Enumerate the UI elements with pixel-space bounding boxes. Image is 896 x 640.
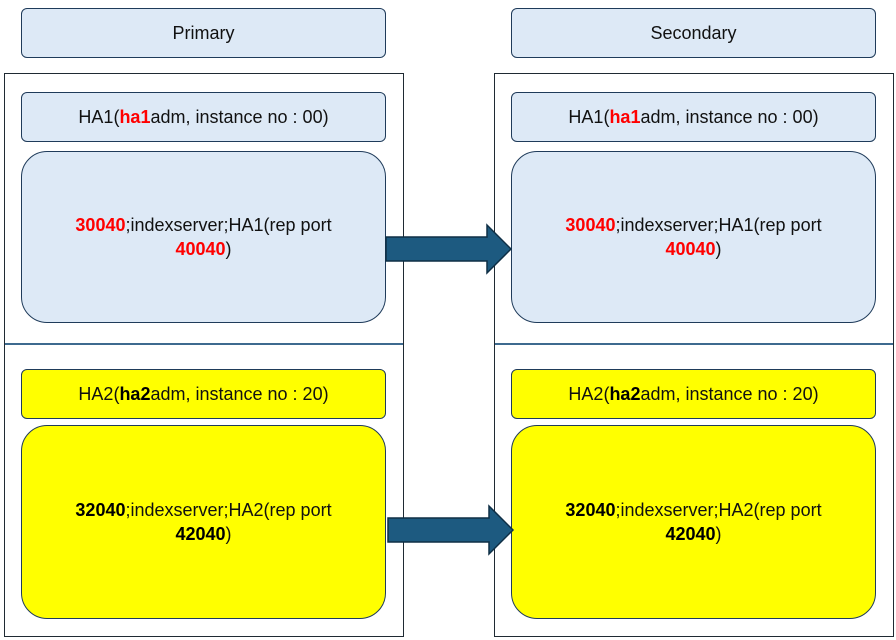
user-rest: adm, instance no : 00)	[640, 106, 819, 127]
rep-port: 40040	[175, 239, 226, 259]
secondary-ha2-service-box: 32040;indexserver;HA2(rep port 42040)	[511, 425, 876, 619]
service-text-block: 30040;indexserver;HA1(rep port 40040)	[75, 213, 331, 261]
open-paren: (	[113, 106, 120, 127]
sql-port: 32040	[565, 500, 616, 520]
open-paren: (	[603, 383, 610, 404]
user-prefix-bold: ha2	[119, 383, 151, 404]
primary-header-label: Primary	[172, 22, 235, 43]
ha2-replication-arrow	[387, 504, 515, 556]
primary-header: Primary	[21, 8, 386, 58]
secondary-header: Secondary	[511, 8, 876, 58]
rep-port: 40040	[665, 239, 716, 259]
arrow-shape	[387, 504, 515, 556]
sid-text: HA2	[78, 383, 114, 404]
primary-ha2-service-box: 32040;indexserver;HA2(rep port 42040)	[21, 425, 386, 619]
secondary-header-label: Secondary	[650, 22, 737, 43]
close-paren: )	[715, 239, 722, 259]
user-rest: adm, instance no : 20)	[640, 383, 819, 404]
open-paren: (	[603, 106, 610, 127]
primary-ha1-service-box: 30040;indexserver;HA1(rep port 40040)	[21, 151, 386, 323]
close-paren: )	[225, 239, 232, 259]
service-text: ;indexserver;HA1(rep port	[125, 215, 332, 235]
close-paren: )	[715, 524, 722, 544]
arrow-shape	[385, 223, 513, 275]
rep-port: 42040	[665, 524, 716, 544]
user-rest: adm, instance no : 20)	[150, 383, 329, 404]
service-text: ;indexserver;HA2(rep port	[125, 500, 332, 520]
sid-text: HA1	[568, 106, 604, 127]
user-prefix-bold: ha1	[119, 106, 151, 127]
service-text-block: 30040;indexserver;HA1(rep port 40040)	[565, 213, 821, 261]
open-paren: (	[113, 383, 120, 404]
service-text: ;indexserver;HA2(rep port	[615, 500, 822, 520]
user-prefix-bold: ha2	[609, 383, 641, 404]
service-text: ;indexserver;HA1(rep port	[615, 215, 822, 235]
sid-text: HA1	[78, 106, 114, 127]
sid-text: HA2	[568, 383, 604, 404]
secondary-ha1-service-box: 30040;indexserver;HA1(rep port 40040)	[511, 151, 876, 323]
secondary-divider	[495, 343, 893, 345]
service-text-block: 32040;indexserver;HA2(rep port 42040)	[75, 498, 331, 546]
service-text-block: 32040;indexserver;HA2(rep port 42040)	[565, 498, 821, 546]
sql-port: 30040	[565, 215, 616, 235]
sql-port: 30040	[75, 215, 126, 235]
primary-divider	[5, 343, 403, 345]
rep-port: 42040	[175, 524, 226, 544]
user-prefix-bold: ha1	[609, 106, 641, 127]
ha1-replication-arrow	[385, 223, 513, 275]
close-paren: )	[225, 524, 232, 544]
user-rest: adm, instance no : 00)	[150, 106, 329, 127]
sql-port: 32040	[75, 500, 126, 520]
